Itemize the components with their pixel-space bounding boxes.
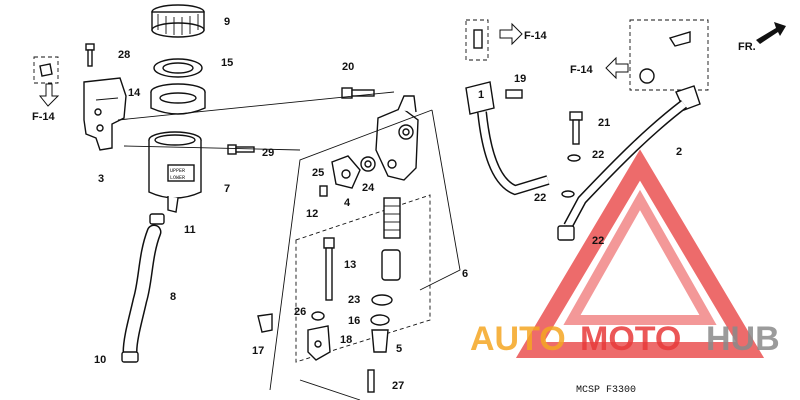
reservoir-bracket: [83, 77, 127, 151]
reservoir-upper-text: UPPER: [170, 168, 185, 174]
brake-hose-1: [465, 19, 550, 196]
part-label-11: 11: [184, 224, 196, 236]
part-label-27: 27: [392, 380, 404, 392]
part-label-6: 6: [462, 268, 468, 280]
part-label-21: 21: [598, 117, 610, 129]
watermark-word-moto: MOTO: [580, 320, 681, 358]
part-label-26: 26: [294, 306, 306, 318]
reservoir-plate: [153, 58, 203, 78]
part-label-15: 15: [221, 57, 233, 69]
joint-fitting: [319, 155, 376, 197]
part-label-18: 18: [340, 334, 352, 346]
reservoir-hose: [121, 213, 165, 363]
leader-reservoir: [117, 91, 395, 121]
bolt-20: [341, 87, 375, 99]
part-label-3: 3: [98, 173, 104, 185]
ref-f14-top: F-14: [524, 30, 548, 42]
reservoir-lower-text: LOWER: [170, 175, 185, 181]
master-cylinder-body: [375, 95, 419, 181]
ref-f14-left: F-14: [32, 111, 56, 123]
ref-arrow-top: F-14: [499, 22, 548, 46]
part-label-2: 2: [676, 146, 682, 158]
part-label-5: 5: [396, 343, 402, 355]
part-label-23: 23: [348, 294, 360, 306]
bolt-29: [227, 144, 255, 155]
watermark-word-auto: AUTO: [470, 320, 566, 358]
part-label-14: 14: [128, 87, 141, 99]
ref-arrow-right: F-14: [570, 56, 629, 80]
part-label-16: 16: [348, 315, 360, 327]
part-label-17: 17: [252, 345, 264, 357]
part-label-22b: 22: [534, 192, 546, 204]
reservoir-cap: [151, 4, 205, 38]
diagram-code: MCSP F3300: [576, 385, 636, 396]
part-label-24: 24: [362, 182, 375, 194]
front-direction-arrow: FR.: [738, 22, 786, 53]
part-label-9b: 9: [224, 16, 230, 28]
frame-line-bottom: [299, 379, 361, 400]
part-label-20: 20: [342, 61, 354, 73]
part-label-28: 28: [118, 49, 130, 61]
part-label-7: 7: [224, 183, 230, 195]
watermark-logo: [515, 149, 765, 358]
leader-bracket: [123, 145, 301, 151]
direction-label: FR.: [738, 41, 756, 53]
bolt-21: [561, 111, 583, 198]
watermark-word-hub: HUB: [706, 320, 780, 358]
part-label-12: 12: [306, 208, 318, 220]
frame-line-left: [269, 109, 433, 391]
part-label-13: 13: [344, 259, 356, 271]
push-rod-clevis: [257, 313, 375, 393]
part-label-22c: 22: [592, 235, 604, 247]
ref-f14-right: F-14: [570, 64, 594, 76]
brake-hose-2: [557, 19, 709, 241]
part-label-10: 10: [94, 354, 106, 366]
reservoir-diaphragm: [150, 83, 206, 115]
part-label-8: 8: [170, 291, 176, 303]
frame-line-right: [419, 109, 461, 291]
piston-kit: [295, 194, 431, 363]
part-label-29: 29: [262, 147, 274, 159]
ref-arrow-left: F-14: [32, 83, 60, 123]
clip-f14: [33, 56, 59, 84]
reservoir-body: UPPER LOWER: [148, 131, 202, 213]
part-label-1: 1: [478, 89, 484, 101]
part-label-25: 25: [312, 167, 324, 179]
watermark-text: AUTO MOTO HUB: [470, 320, 780, 358]
part-label-19: 19: [514, 73, 526, 85]
bolt-28: [85, 43, 95, 67]
part-label-22a: 22: [592, 149, 604, 161]
part-label-4: 4: [344, 197, 351, 209]
